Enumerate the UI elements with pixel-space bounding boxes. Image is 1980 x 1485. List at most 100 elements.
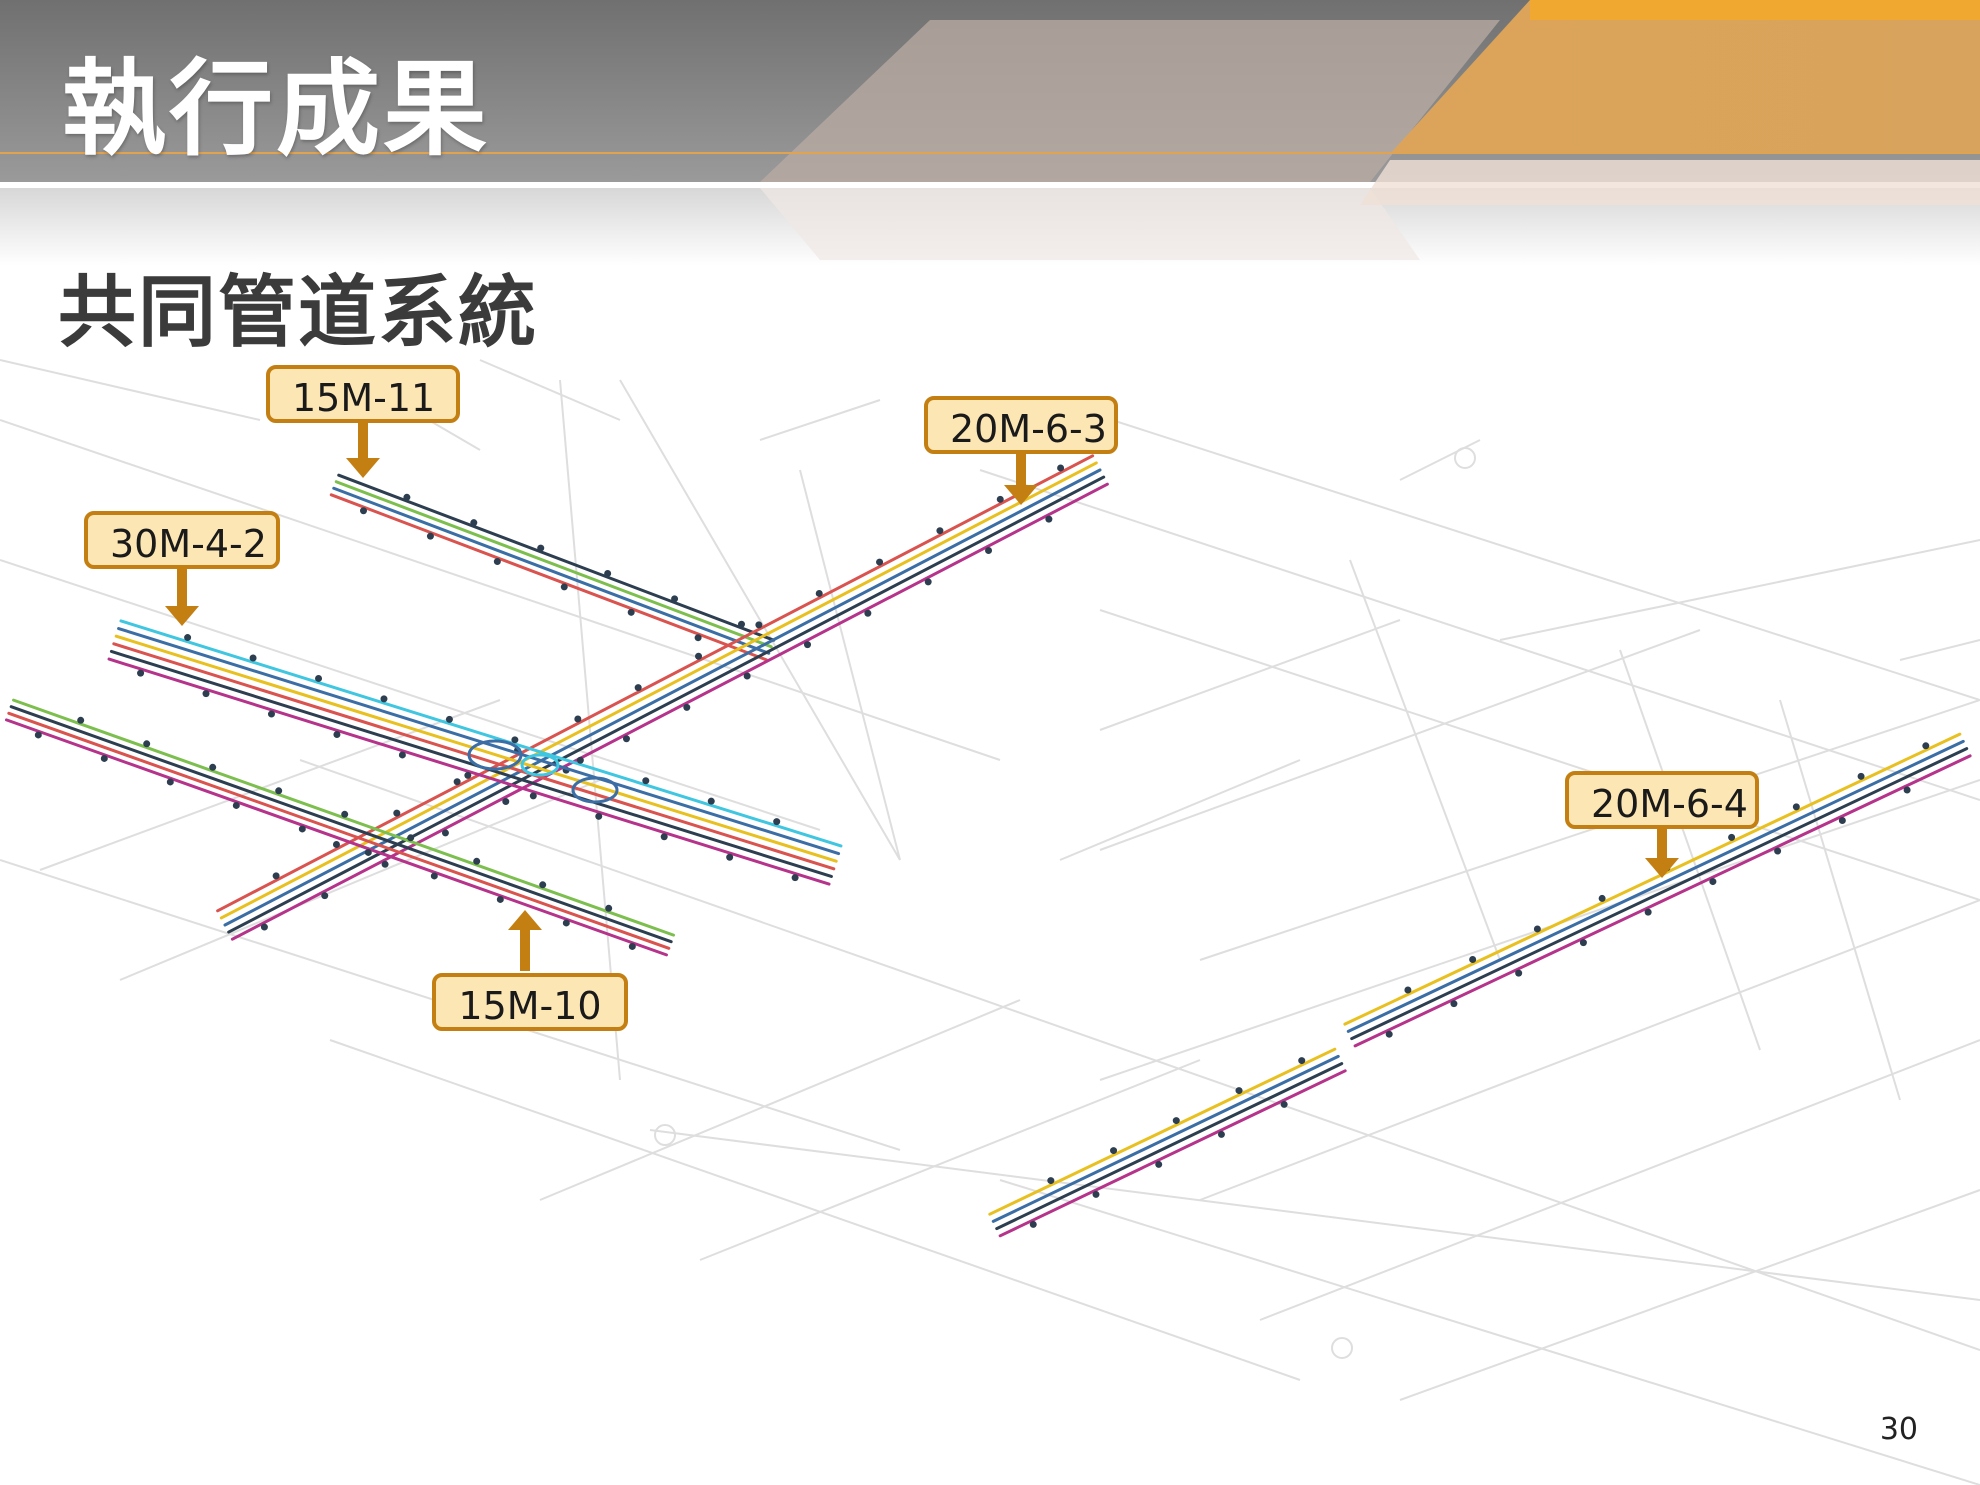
pipe-node [267, 710, 275, 718]
pipe-node [1280, 1100, 1288, 1108]
pipe-node [1903, 786, 1911, 794]
pipe-node [1404, 986, 1412, 994]
pipe-node [1709, 878, 1717, 886]
pipe-node [430, 872, 438, 880]
pipe-line [117, 627, 841, 856]
header-light-parallelogram-fade [760, 188, 1420, 260]
pipe-node [260, 923, 268, 931]
arrow-15M-10 [508, 910, 542, 971]
street-line [479, 359, 621, 421]
pipe-node [1298, 1057, 1306, 1065]
pipe-node [1155, 1160, 1163, 1168]
street-line [759, 399, 881, 441]
pipe-node [441, 829, 449, 837]
pipe-node [333, 730, 341, 738]
street-line [119, 779, 601, 981]
pipe-node [1045, 515, 1053, 523]
street-line [1399, 1189, 1980, 1401]
street-line [299, 759, 1980, 1351]
corridor-20M-6-4-south [988, 1047, 1347, 1238]
header-orange-parallelogram [1390, 0, 1980, 154]
street-line [649, 1129, 1980, 1301]
pipe-line [332, 486, 771, 655]
street-line [1499, 539, 1980, 641]
pipe-node [202, 690, 210, 698]
pipe-node [574, 715, 582, 723]
pipe-node [473, 857, 481, 865]
pipe-node [275, 787, 283, 795]
pipe-node [464, 771, 472, 779]
pipe-junction-loop [571, 776, 619, 804]
street-line [1049, 399, 1980, 701]
pipe-node [671, 595, 679, 603]
pipe-node [380, 695, 388, 703]
street-roundabout [1454, 447, 1476, 469]
street-line [1059, 759, 1301, 861]
street-line [1259, 1039, 1980, 1321]
street-line [539, 999, 1021, 1201]
pipe-node [1579, 939, 1587, 947]
pipe-node [34, 731, 42, 739]
utility-tunnel-network [4, 454, 1972, 1238]
pipe-line [12, 698, 676, 937]
pipe-line [227, 475, 1106, 934]
header-orange-lower-fade [1360, 160, 1980, 205]
pipe-line [219, 461, 1098, 920]
pipe-node [1172, 1117, 1180, 1125]
pipe-node [605, 904, 613, 912]
pipe-node [804, 641, 812, 649]
arrow-shaft [1016, 454, 1026, 485]
pipe-line [119, 619, 843, 848]
pipe-line [4, 718, 668, 957]
street-line [1619, 649, 1761, 1051]
pipe-line [223, 468, 1102, 927]
pipe-node [560, 583, 568, 591]
pipe-line [1343, 732, 1962, 1026]
pipe-junction-loop [520, 753, 560, 777]
label-15M-10: 15M-10 [432, 973, 628, 1031]
pipe-node [321, 892, 329, 900]
pipe-node [332, 840, 340, 848]
pipe-node [1092, 1190, 1100, 1198]
pipe-node [791, 874, 799, 882]
pipe-node [426, 532, 434, 540]
pipe-node [470, 519, 478, 527]
corridor-30M-4-2 [107, 619, 843, 886]
pipe-line [1350, 747, 1969, 1041]
pipe-node [622, 735, 630, 743]
label-15M-11: 15M-11 [266, 365, 460, 423]
street-line [1899, 639, 1980, 661]
corridor-20M-6-4-north [1343, 732, 1972, 1048]
pipe-node [627, 608, 635, 616]
pipe-node [511, 736, 519, 744]
pipe-node [398, 751, 406, 759]
pipe-node [493, 558, 501, 566]
pipe-node [315, 674, 323, 682]
pipe-node [634, 684, 642, 692]
pipe-node [1728, 833, 1736, 841]
arrow-head [508, 910, 542, 930]
arrow-head [1645, 858, 1679, 878]
corridor-20M-6-3 [216, 454, 1109, 941]
pipe-node [341, 810, 349, 818]
pipe-node [407, 834, 415, 842]
pipe-node [445, 715, 453, 723]
pipe-line [216, 454, 1095, 913]
street-line [0, 359, 261, 421]
pipe-line [329, 493, 768, 662]
pipe-node [1110, 1147, 1118, 1155]
pipe-node [249, 654, 257, 662]
callout-arrows [165, 423, 1679, 971]
pipe-node [694, 634, 702, 642]
pipe-node [403, 493, 411, 501]
pipe-node [539, 881, 547, 889]
pipe-node [1792, 803, 1800, 811]
pipe-node [393, 809, 401, 817]
street-line [1199, 699, 1980, 961]
pipe-node [996, 495, 1004, 503]
pipe-node [77, 716, 85, 724]
pipe-node [1469, 955, 1477, 963]
pipe-line [9, 705, 673, 944]
pipe-node [381, 860, 389, 868]
